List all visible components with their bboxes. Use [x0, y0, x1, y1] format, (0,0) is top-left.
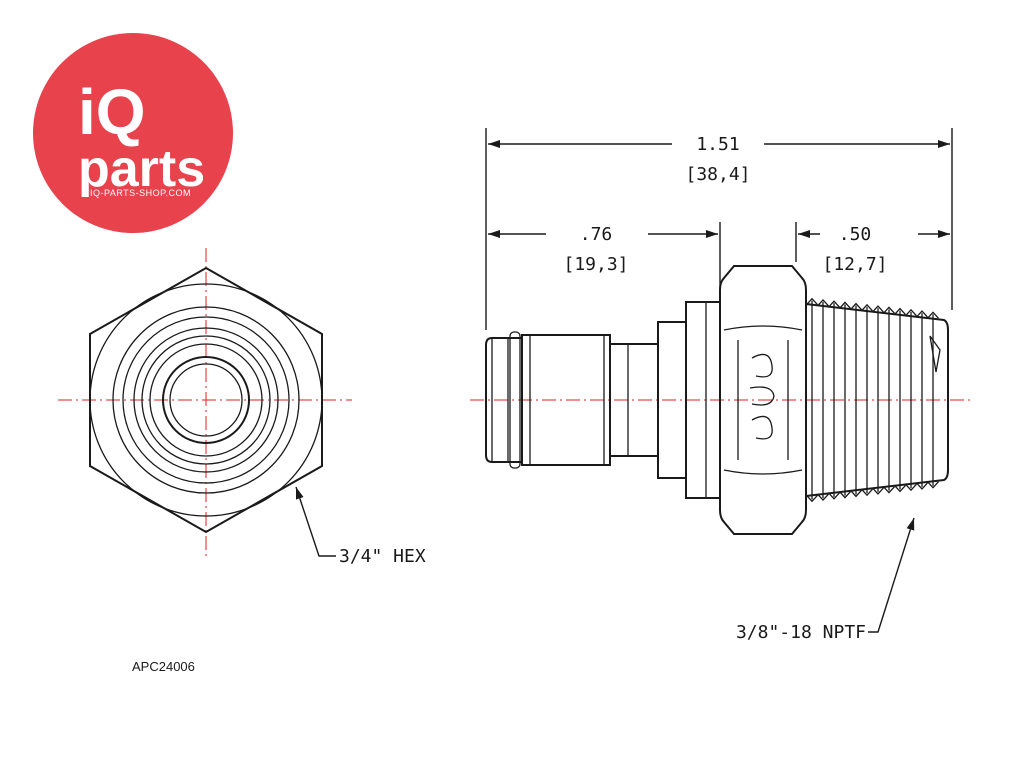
thread-callout-label: 3/8"-18 NPTF — [736, 622, 866, 643]
thread-tooth-top — [894, 307, 906, 316]
hex-callout-label: 3/4" HEX — [339, 546, 426, 567]
thread-tooth-top — [839, 301, 851, 309]
thread-tooth-bottom — [850, 489, 862, 498]
thread-tooth-top — [828, 300, 840, 308]
thread-tooth-bottom — [828, 492, 840, 500]
logo-circle — [33, 33, 233, 233]
thread-tooth-bottom — [806, 494, 818, 503]
insert-length-inch: .76 — [580, 224, 613, 245]
logo-brand-bottom: parts — [78, 140, 205, 198]
bore-inner — [169, 363, 243, 437]
logo-brand-top: iQ — [78, 76, 146, 148]
thread-tooth-bottom — [916, 482, 928, 490]
thread-tooth-bottom — [817, 493, 829, 502]
thread-length-inch: .50 — [839, 224, 872, 245]
overall-length-metric: [38,4] — [685, 164, 750, 185]
thread-tooth-bottom — [905, 483, 917, 492]
thread-tooth-top — [806, 297, 818, 306]
thread-tooth-bottom — [839, 491, 851, 499]
thread-section — [805, 297, 949, 503]
front-view: 3/4" HEX — [58, 248, 426, 567]
thread-tooth-top — [817, 298, 829, 307]
hex-inscribed-circle — [89, 283, 323, 517]
iq-parts-logo: iQ parts IQ-PARTS-SHOP.COM — [33, 33, 233, 233]
thread-tooth-bottom — [883, 486, 895, 494]
hex-callout-leader — [295, 486, 336, 557]
thread-tooth-bottom — [927, 481, 939, 489]
insert-length-metric: [19,3] — [563, 254, 628, 275]
thread-crests — [806, 297, 939, 503]
thread-tooth-top — [883, 306, 895, 314]
nose-tip — [485, 331, 523, 469]
dimension-overall-length: 1.51 [38,4] — [485, 128, 953, 330]
face-ring-2 — [122, 316, 290, 484]
thread-tooth-top — [905, 308, 917, 317]
hex-outline — [89, 266, 323, 534]
face-ring-4 — [141, 335, 271, 465]
thread-tooth-top — [927, 311, 939, 319]
thread-tooth-top — [872, 305, 884, 313]
part-number: APC24006 — [132, 659, 195, 674]
thread-chamfer-mark — [929, 335, 941, 373]
face-ring-3 — [133, 327, 279, 473]
thread-tooth-bottom — [894, 484, 906, 493]
logo-website: IQ-PARTS-SHOP.COM — [90, 188, 191, 198]
thread-tooth-bottom — [861, 488, 873, 497]
thread-tooth-top — [861, 303, 873, 312]
thread-callout-leader — [868, 517, 915, 633]
bore-outer — [162, 356, 250, 444]
side-view: 1.51 [38,4] .76 [19,3] .50 [12,7] 3/8"-1… — [470, 128, 972, 643]
thread-tooth-top — [916, 310, 928, 318]
thread-length-metric: [12,7] — [822, 254, 887, 275]
overall-length-inch: 1.51 — [696, 134, 739, 155]
dimension-insert-length: .76 [19,3] — [488, 222, 721, 300]
cpc-emboss-mark — [749, 353, 775, 440]
face-ring-1 — [112, 306, 300, 494]
thread-tooth-bottom — [872, 487, 884, 495]
dimension-thread-length: .50 [12,7] — [795, 222, 950, 275]
face-ring-5 — [149, 343, 263, 457]
thread-tooth-top — [850, 302, 862, 311]
thread-callout: 3/8"-18 NPTF — [736, 517, 915, 643]
